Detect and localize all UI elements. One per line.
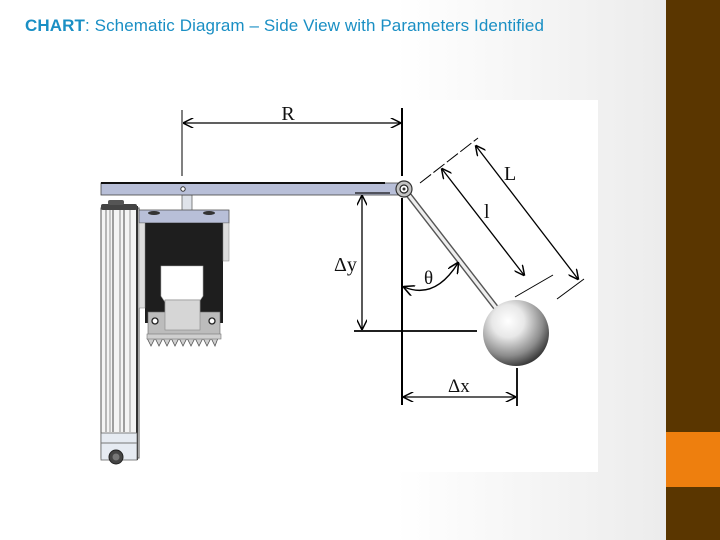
title-prefix: CHART [25, 16, 85, 35]
dimension-R [181, 108, 403, 176]
horizontal-arm [100, 182, 402, 196]
motor-housing [138, 194, 230, 347]
decorative-side-accent [666, 432, 720, 487]
label-R: R [281, 103, 295, 125]
vertical-support-rail [100, 200, 140, 465]
label-L: L [504, 163, 516, 185]
slide-title: CHART: Schematic Diagram – Side View wit… [25, 16, 544, 36]
dimension-L [476, 146, 585, 300]
label-theta: θ [424, 268, 433, 289]
pendulum-bob [483, 300, 549, 366]
label-l: l [484, 201, 490, 223]
dimension-dx [404, 368, 518, 406]
dimension-dy [354, 196, 477, 332]
label-dy: Δy [334, 254, 357, 276]
pivot-joint [395, 180, 413, 198]
label-dx: Δx [448, 376, 470, 397]
title-text: : Schematic Diagram – Side View with Par… [85, 16, 545, 35]
